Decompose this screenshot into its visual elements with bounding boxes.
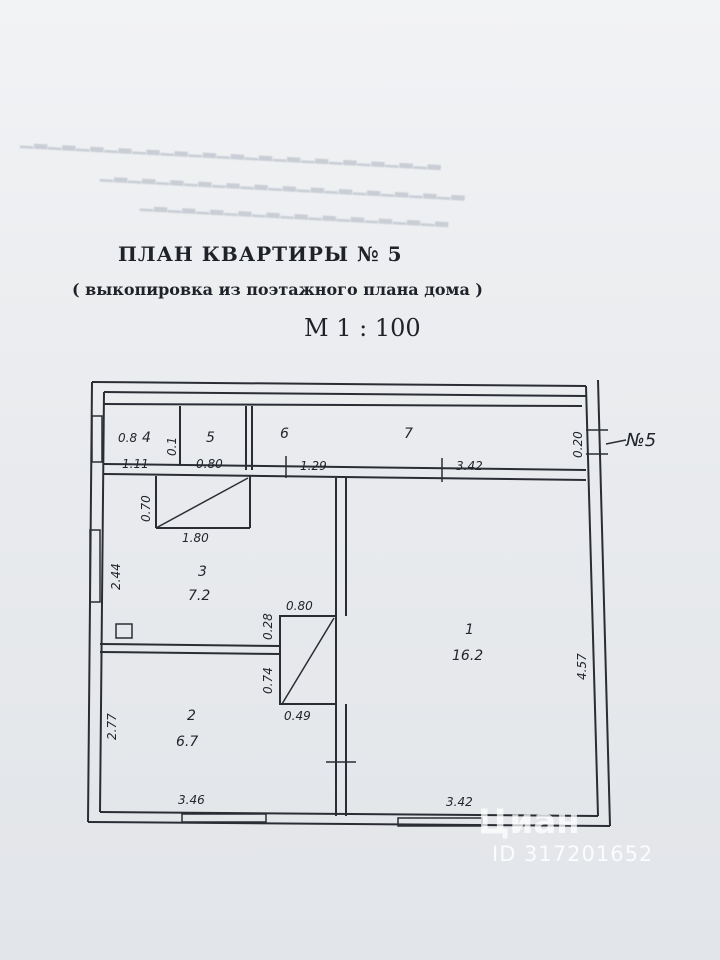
watermark-id: ID 317201652: [492, 842, 654, 866]
dimension-label: 0.20: [571, 431, 585, 458]
wall-corridor-2: [103, 473, 587, 481]
room-2-number: 2: [187, 708, 196, 724]
watermark-logo: Циан: [478, 802, 580, 842]
dimension-label: 4.57: [575, 653, 589, 680]
wall-right: [585, 385, 599, 817]
wall-bottom-inner: [99, 811, 599, 817]
wall-corridor: [103, 463, 587, 471]
dimension-label: 2.77: [105, 713, 119, 740]
dimension-label: 1.29: [300, 459, 327, 473]
wall-bottom: [87, 821, 611, 827]
vent-box: [115, 623, 133, 639]
room-1-area: 16.2: [452, 648, 483, 664]
window: [181, 813, 267, 823]
room-3-number: 3: [198, 564, 207, 580]
room-7-number: 7: [404, 426, 413, 442]
wall-left-inner: [99, 391, 105, 813]
room-6-number: 6: [280, 426, 289, 442]
room-1-number: 1: [465, 622, 474, 638]
dimension-label: 0.49: [284, 709, 311, 723]
apartment-marker: №5: [625, 430, 656, 451]
closet-diagonal: [155, 477, 249, 529]
room-5-number: 5: [206, 430, 215, 446]
page-title: ПЛАН КВАРТИРЫ № 5: [118, 242, 403, 266]
wall-center-closet: [279, 615, 337, 705]
scale-label: М 1 : 100: [304, 314, 421, 342]
dimension-label: 0.28: [261, 613, 275, 640]
dimension-label: 0.80: [286, 599, 313, 613]
window: [89, 529, 101, 603]
dimension-label: 1.80: [182, 531, 209, 545]
wall-room2-room3: [99, 643, 281, 647]
wall-top-inner2: [103, 403, 583, 407]
room-2-area: 6.7: [176, 734, 198, 750]
room-3-area: 7.2: [188, 588, 210, 604]
dimension-label: 0.70: [139, 495, 153, 522]
dimension-label: 3.42: [446, 795, 473, 809]
wall-top: [91, 381, 587, 387]
dimension-label: 3.42: [456, 459, 483, 473]
closet-diagonal: [281, 617, 335, 705]
page-subtitle: ( выкопировка из поэтажного плана дома ): [72, 280, 483, 299]
marker-leader: [605, 439, 627, 445]
wall-top-inner: [103, 391, 587, 397]
room-4-area: 0.8: [118, 431, 137, 445]
dimension-label: 3.46: [178, 793, 205, 807]
room-4-number: 4: [142, 430, 151, 446]
window: [91, 415, 103, 463]
dimension-label: 2.44: [109, 563, 123, 590]
wall-right-outer: [597, 379, 611, 827]
window: [397, 817, 483, 827]
dimension-label: 0.74: [261, 667, 275, 694]
wall-room2-room3: [99, 651, 281, 655]
dimension-label: 1.11: [122, 457, 149, 471]
dimension-label: 0.80: [196, 457, 223, 471]
dimension-label: 0.1: [165, 437, 179, 456]
